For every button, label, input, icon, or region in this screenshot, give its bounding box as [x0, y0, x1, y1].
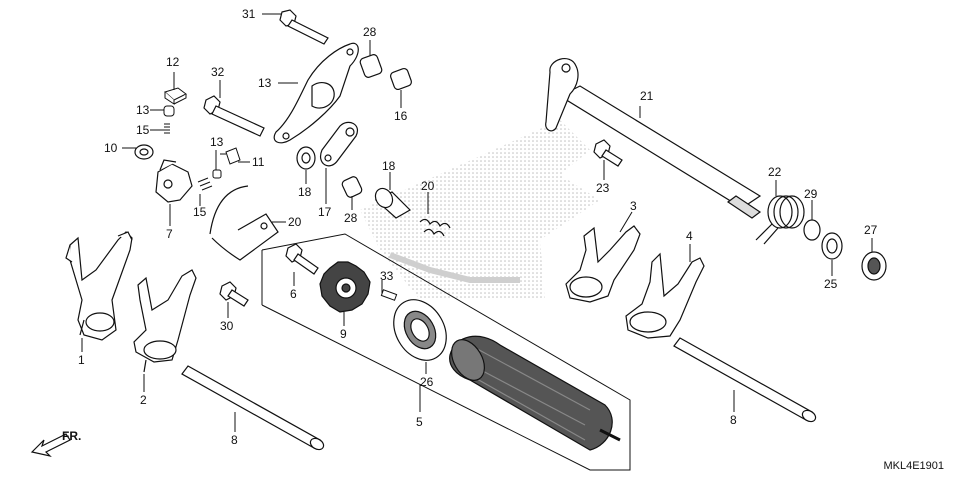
- part-label-29: 29: [804, 187, 818, 201]
- watermark-wing-logo: [360, 120, 600, 300]
- part-label-19: 18: [298, 185, 312, 199]
- part-label-31: 31: [242, 7, 256, 21]
- part-label-16: 16: [394, 109, 408, 123]
- oil-seal-27: [861, 251, 887, 281]
- part-label-30: 30: [220, 319, 234, 333]
- part-label-15-top: 15: [136, 123, 150, 137]
- part-label-18: 18: [382, 159, 396, 173]
- part-label-15-mid: 15: [193, 205, 207, 219]
- part-label-9: 9: [340, 327, 347, 341]
- spring-15-mid: [197, 177, 213, 191]
- part-label-4: 4: [686, 229, 693, 243]
- collar-28-lower: [341, 176, 363, 198]
- shift-fork-4: [625, 252, 705, 339]
- stopper-arm: [155, 159, 193, 203]
- part-label-21: 21: [640, 89, 654, 103]
- clip-11: [225, 147, 241, 165]
- pin: [380, 289, 398, 301]
- part-label-6: 6: [290, 287, 297, 301]
- part-label-8-right: 8: [730, 413, 737, 427]
- part-label-24: 20: [288, 215, 302, 229]
- gearshift-spindle: [545, 57, 762, 219]
- bracket-plate: [209, 185, 279, 261]
- collar-12: [164, 87, 187, 105]
- spring-holder-18: [374, 187, 411, 219]
- part-label-12: 12: [166, 55, 180, 69]
- part-label-13-mid: 13: [210, 135, 224, 149]
- part-label-22: 22: [768, 165, 782, 179]
- shift-fork-3: [565, 225, 641, 303]
- nut-10: [134, 144, 154, 160]
- part-label-33: 33: [380, 269, 394, 283]
- part-label-25: 25: [824, 277, 838, 291]
- fork-shaft-left: [181, 365, 325, 451]
- collar-28-top: [359, 54, 383, 78]
- part-label-10: 10: [104, 141, 118, 155]
- drum-assembly-bracket: [261, 233, 631, 471]
- collar-13-mid: [212, 169, 222, 179]
- circlip-29: [803, 219, 821, 241]
- shift-fork-2: [133, 269, 197, 373]
- part-label-5: 5: [416, 415, 423, 429]
- leader-lines: [81, 13, 873, 432]
- part-label-20: 20: [421, 179, 435, 193]
- part-label-27: 27: [864, 223, 878, 237]
- part-label-8-left: 8: [231, 433, 238, 447]
- part-label-32: 32: [211, 65, 225, 79]
- return-spring-20: [419, 218, 451, 237]
- bearing: [393, 299, 447, 361]
- part-label-14: 13: [258, 76, 272, 90]
- shift-drum: [449, 335, 621, 451]
- part-label-28-top: 28: [363, 25, 377, 39]
- roller-arm-17: [320, 121, 358, 167]
- drum-center-gear: [319, 261, 371, 313]
- part-label-17: 17: [318, 205, 332, 219]
- fork-shaft-right: [673, 337, 817, 423]
- part-label-23: 23: [596, 181, 610, 195]
- washer-25: [821, 232, 843, 260]
- diagram-reference-code: MKL4E1901: [883, 460, 944, 472]
- part-label-3: 3: [630, 199, 637, 213]
- part-label-13-top: 13: [136, 103, 150, 117]
- bolt-32: [203, 95, 265, 137]
- part-number-labels: 31 28 13 12 32 13 15 10 13 11 15 7 20 16…: [78, 7, 878, 447]
- bolt-6: [285, 243, 319, 275]
- shift-plate: [273, 42, 359, 144]
- part-label-28-lower: 28: [344, 211, 358, 225]
- washer-19: [296, 146, 316, 170]
- shift-fork-1: [65, 231, 133, 341]
- return-spring-22: [755, 195, 805, 245]
- part-label-7: 7: [166, 227, 173, 241]
- bolt-31: [279, 9, 329, 45]
- front-direction-arrow: FR.: [30, 429, 81, 458]
- bolt-23: [593, 139, 623, 167]
- part-label-2: 2: [140, 393, 147, 407]
- collar-13-top: [163, 105, 175, 117]
- bolt-30: [219, 281, 249, 307]
- collar-16: [389, 67, 413, 91]
- part-label-1: 1: [78, 353, 85, 367]
- part-label-11: 11: [252, 155, 265, 169]
- front-direction-label: FR.: [62, 429, 81, 443]
- spring-15-top: [164, 123, 170, 134]
- part-label-26: 26: [420, 375, 434, 389]
